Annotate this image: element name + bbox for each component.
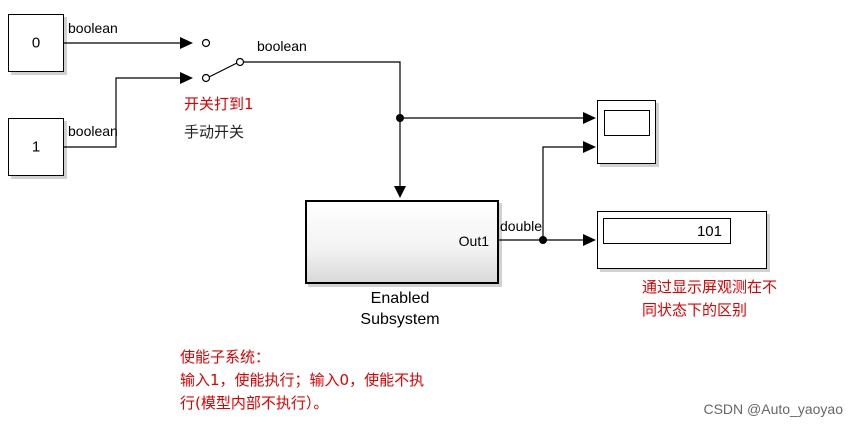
constant-value-0: 0 — [31, 34, 41, 52]
switch-contact-bottom — [201, 73, 211, 83]
switch-lever[interactable] — [208, 62, 238, 78]
switch-note-manual: 手动开关 — [184, 123, 245, 141]
enable-note-line2: 输入1，使能执行；输入0，使能不执 — [180, 371, 425, 389]
arrow-switch-in-bottom — [180, 72, 193, 84]
wire-switch-out[interactable] — [244, 61, 401, 186]
constant-block-1[interactable]: 1 — [8, 118, 64, 176]
wire-to-scope-in2[interactable] — [542, 146, 583, 240]
signal-label-top: boolean — [68, 20, 118, 36]
arrow-switch-in-top — [180, 37, 193, 49]
constant-block-0[interactable]: 0 — [8, 14, 64, 72]
wire-const1-switch[interactable] — [62, 77, 180, 148]
enabled-subsystem-block[interactable]: Out1 — [305, 200, 499, 284]
display-note-line2: 同状态下的区别 — [642, 301, 748, 319]
enable-note-line3: 行(模型内部不执行）。 — [180, 394, 329, 412]
arrow-scope-in1 — [583, 112, 596, 124]
signal-label-subsystem-out: double — [500, 218, 543, 234]
switch-contact-top — [201, 38, 211, 48]
subsystem-name: Enabled Subsystem — [305, 288, 495, 330]
arrow-enable-in — [394, 186, 406, 198]
signal-label-bottom: boolean — [68, 123, 118, 139]
switch-contact-out — [235, 57, 245, 67]
enable-note-line1: 使能子系统： — [180, 348, 271, 366]
arrow-scope-in2 — [583, 141, 596, 153]
watermark-text: CSDN @Auto_yaoyao — [703, 401, 843, 417]
arrow-display-in — [583, 234, 596, 246]
subsystem-name-line2: Subsystem — [360, 311, 440, 328]
display-note-line1: 通过显示屏观测在不 — [642, 278, 778, 296]
subsystem-out-port-label: Out1 — [458, 233, 489, 249]
display-value: 101 — [603, 218, 731, 244]
signal-label-switch-out: boolean — [257, 38, 307, 54]
scope-screen-icon — [604, 110, 650, 136]
constant-value-1: 1 — [31, 138, 41, 156]
switch-note-position: 开关打到1 — [184, 95, 254, 113]
subsystem-name-line1: Enabled — [370, 290, 430, 307]
